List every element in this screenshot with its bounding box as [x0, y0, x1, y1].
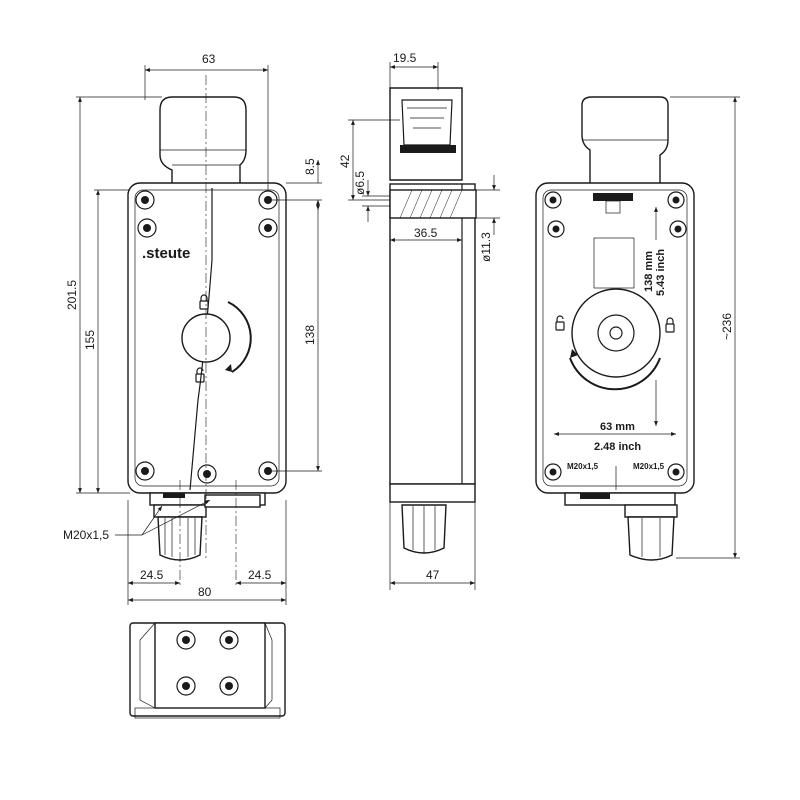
dim-offset-top: 8.5: [303, 158, 317, 175]
front-glands: [149, 492, 266, 561]
dim-width-bottom: 80: [198, 585, 212, 599]
bottom-view: [129, 622, 286, 719]
rear-thread-left: M20x1,5: [567, 462, 599, 471]
dim-height-42: 42: [338, 154, 352, 168]
rear-view: 138 mm 5.43 inch 63 mm 2.48 inch M20x1,5…: [535, 96, 740, 561]
side-hatch: [399, 189, 463, 219]
dim-5-43inch: 5.43 inch: [655, 249, 667, 296]
dim-2-48inch: 2.48 inch: [594, 441, 641, 453]
rear-lock-icon: [555, 315, 565, 331]
dim-left-gland: 24.5: [140, 568, 164, 582]
lock-icon: [199, 294, 209, 310]
brand-logo: .steute: [142, 245, 190, 262]
dim-right-gland: 24.5: [248, 568, 272, 582]
dim-138mm: 138 mm: [643, 251, 655, 292]
dim-width-top: 63: [202, 52, 216, 66]
dim-height-total: 201.5: [65, 280, 79, 310]
dim-top-width: 19.5: [393, 51, 417, 65]
side-view: 19.5 42 ø6.5 36.5 ø11.3 47: [338, 51, 500, 590]
dim-dia-11-3: ø11.3: [479, 232, 493, 262]
dim-63mm: 63 mm: [600, 421, 635, 433]
front-view: .steute: [63, 52, 322, 605]
thread-label: M20x1,5: [63, 528, 109, 542]
dim-height-inner: 138: [303, 325, 317, 345]
dim-height-body: 155: [83, 330, 97, 350]
dim-dia-6-5: ø6.5: [353, 171, 367, 195]
rear-thread-right: M20x1,5: [633, 462, 665, 471]
dim-bottom-width: 47: [426, 568, 440, 582]
dim-depth: 36.5: [414, 226, 438, 240]
front-screws: [135, 190, 278, 484]
bottom-screws: [176, 630, 239, 696]
unlock-icon: [195, 367, 205, 383]
actuator-head: [159, 96, 247, 185]
dim-height-236: ~236: [720, 313, 734, 340]
rear-unlock-icon: [665, 317, 675, 333]
rear-screws: [544, 191, 687, 481]
